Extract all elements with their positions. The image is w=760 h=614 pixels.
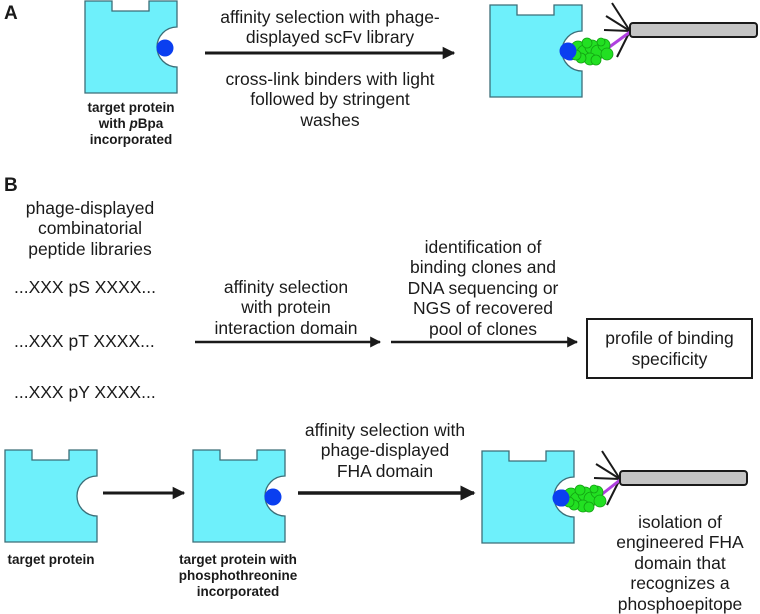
text-line: washes [300,109,360,130]
phage-body [619,470,748,486]
fha-phage-complex-icon [481,450,748,544]
fha-phage-icon [552,450,748,513]
text-line: identification of [424,237,542,257]
binder-lobe [600,47,614,61]
fha-result-text: isolation of engineered FHA domain that … [605,512,755,614]
phage-scfv-complex-icon [489,2,758,98]
text-line: isolation of [638,512,722,532]
text-line: combinatorial [37,218,143,239]
protein-body [84,0,178,94]
tail-fiber [611,2,631,32]
text-line: followed by stringent [250,89,410,110]
text-line: NGS of recovered [412,298,554,319]
tail-fiber [605,15,631,32]
fha-selection-text: affinity selection with phage-displayed … [290,420,480,481]
text-line: phosphoepitope [617,593,743,614]
caption-line: target protein with [179,552,297,567]
linker [607,30,631,50]
binder-lobe [589,484,599,494]
binder-lobe [596,37,606,47]
caption-line: target protein [87,100,175,115]
text-line: with protein [241,297,331,318]
peptide-py: ...XXX pY XXXX... [14,382,156,402]
phage-body [629,22,758,38]
protein-with-pbpa-icon [84,0,178,94]
target-protein-icon [4,449,98,543]
text-line: cross-link binders with light [225,69,435,89]
binding-specificity-box: profile of binding specificity [586,318,753,379]
text-line: recognizes a [630,573,730,594]
panel-b-label: B [4,175,18,196]
text-line: displayed scFv library [245,27,415,48]
text-line: interaction domain [214,317,358,338]
binder-lobe [593,494,607,508]
caption-line: with pBpa [68,116,194,132]
ligand-dot [156,39,174,57]
panel-a-label: A [4,3,18,24]
text-line: DNA sequencing or [407,277,559,298]
tail-fiber [593,477,621,480]
protein-body [192,449,286,543]
phage-icon [559,2,758,66]
phosphothreonine-caption: target protein with phosphothreonine inc… [163,552,313,600]
text-line: affinity selection with phage- [220,7,440,27]
binder-domain [570,37,614,66]
text-line: specificity [631,348,708,369]
text-line: profile of binding [605,328,734,349]
binder-lobe [581,37,593,49]
binder-lobe [590,54,602,66]
text-line: affinity selection [223,277,349,297]
panel-a-arrow-bottom-text: cross-link binders with light followed b… [200,69,460,130]
protein-with-phosphothreonine-icon [192,449,286,543]
text-line: domain that [634,552,726,573]
peptide-ps: ...XXX pS XXXX... [14,277,157,297]
caption-text: with [98,115,130,131]
text-line: engineered FHA [616,532,744,553]
caption-text: Bpa [137,115,164,131]
step1-text: affinity selection with protein interact… [194,277,378,338]
text-line: phage-displayed [320,440,450,461]
ligand-dot [559,42,577,60]
binder-lobe [574,484,586,496]
peptide-pt: ...XXX pT XXXX... [14,331,155,351]
pbpa-protein-caption: target protein with pBpa incorporated [68,100,194,148]
panel-a-arrow-top-text: affinity selection with phage- displayed… [200,7,460,48]
text-line: FHA domain [336,460,434,481]
caption-line: phosphothreonine [178,567,298,583]
linker [600,478,621,497]
tail-fiber [601,450,621,480]
caption-line: incorporated [196,583,280,599]
step2-text: identification of binding clones and DNA… [390,237,576,339]
text-line: peptide libraries [28,238,152,259]
ligand-dot [552,489,570,507]
ligand-dot [264,488,282,506]
caption-italic-text: p [129,115,138,131]
tail-fiber [595,463,621,480]
binder-lobe [583,501,595,513]
caption-line: incorporated [89,131,173,147]
text-line: affinity selection with [304,420,466,440]
text-line: binding clones and [410,257,556,278]
binder-domain [563,484,607,513]
tail-fiber [603,29,631,32]
text-line: phage-displayed [25,198,155,218]
text-line: pool of clones [429,318,537,339]
target-protein-caption: target protein [7,552,95,567]
library-title: phage-displayed combinatorial peptide li… [10,198,170,259]
protein-body [4,449,98,543]
protein-body [481,450,575,544]
